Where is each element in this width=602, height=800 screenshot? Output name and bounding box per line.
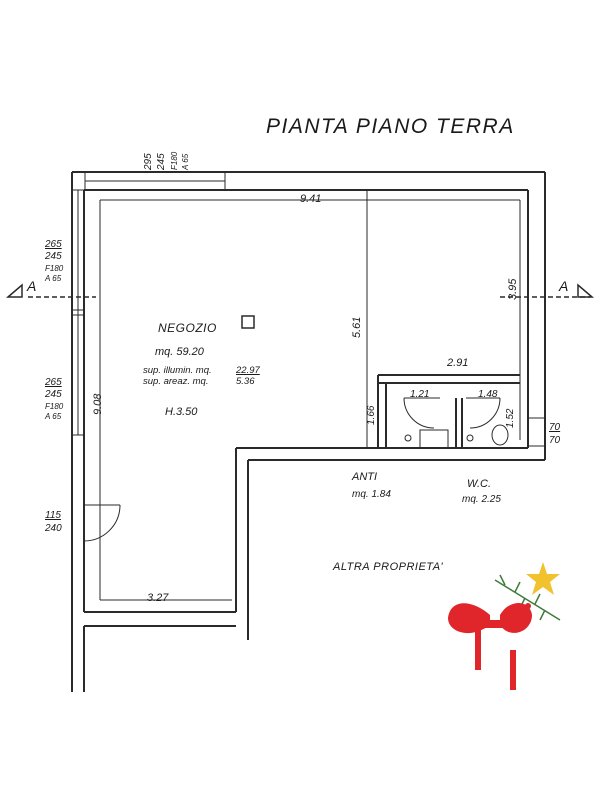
window-top-2: 245 (156, 153, 167, 170)
window-top-1: 295 (143, 153, 154, 170)
anti-name: ANTI (352, 471, 378, 483)
dim-right-height: 3.95 (507, 278, 519, 300)
dim-service-width: 2.91 (447, 357, 469, 369)
negozio-areaz-value: 5.36 (236, 376, 255, 387)
negozio-illum-label: sup. illumin. mq. (143, 365, 212, 376)
window-left2-a: A 65 (45, 412, 62, 421)
altra-proprieta-label: ALTRA PROPRIETA' (333, 561, 444, 573)
inner-lines (99, 190, 521, 601)
ceiling-vent (241, 315, 255, 329)
window-left1-f: F180 (45, 264, 64, 273)
dim-top-width: 9.41 (300, 193, 322, 205)
negozio-illum-value: 22.97 (236, 365, 260, 376)
christmas-decoration (448, 562, 561, 690)
section-markers (5, 283, 595, 298)
window-left2-h: 245 (45, 389, 62, 400)
wc-area: mq. 2.25 (462, 494, 501, 505)
anti-area: mq. 1.84 (352, 489, 391, 500)
door-swings (83, 397, 501, 542)
dim-service-height: 1.66 (366, 405, 377, 425)
section-label-right: A (559, 278, 569, 294)
window-left1-h: 245 (45, 251, 62, 262)
windows (71, 171, 546, 447)
negozio-areaz-label: sup. areaz. mq. (143, 376, 209, 387)
window-top-3: F180 (170, 151, 179, 170)
dim-wc-height: 1.52 (505, 408, 516, 428)
negozio-height: H.3.50 (165, 406, 198, 418)
window-left1-w: 265 (45, 239, 62, 250)
plan-title: PIANTA PIANO TERRA (266, 115, 515, 138)
window-left2-f: F180 (45, 402, 64, 411)
dim-bottom-width: 3.27 (147, 592, 169, 604)
dim-wc-width: 1.48 (478, 389, 498, 400)
negozio-area: mq. 59.20 (155, 346, 204, 358)
window-left1-a: A 65 (45, 274, 62, 283)
negozio-name: NEGOZIO (158, 321, 217, 335)
section-label-left: A (27, 278, 37, 294)
window-top-4: A 65 (181, 153, 190, 170)
door-height: 240 (45, 523, 62, 534)
dim-anti-width: 1.21 (410, 389, 430, 400)
dim-mid-height: 5.61 (351, 316, 363, 338)
window-right-w: 70 (549, 422, 561, 433)
window-left2-w: 265 (45, 377, 62, 388)
door-width: 115 (45, 510, 61, 521)
service-walls (377, 374, 520, 448)
dim-left-height: 9.08 (92, 393, 104, 415)
wc-name: W.C. (467, 478, 492, 490)
fixtures (404, 424, 509, 449)
window-right-h: 70 (549, 435, 561, 446)
